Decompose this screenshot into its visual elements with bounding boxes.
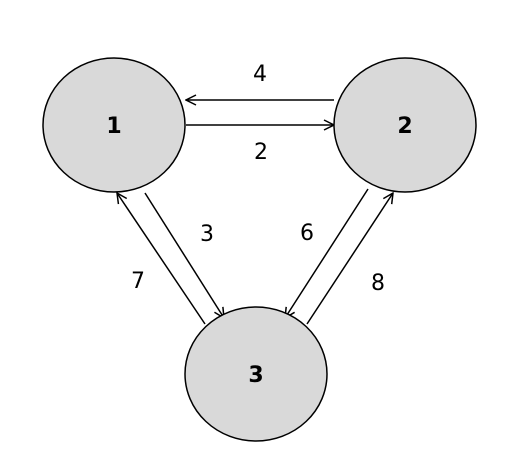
edge-label-3-to-2: 8 bbox=[371, 271, 385, 296]
nodes: 1 2 3 bbox=[42, 57, 477, 442]
edge-label-2-to-3: 6 bbox=[300, 221, 314, 246]
edge-labels: 4 2 3 7 6 8 bbox=[131, 62, 385, 296]
edge-2-to-3 bbox=[285, 188, 369, 318]
node-3-label: 3 bbox=[248, 363, 263, 388]
edge-label-1-to-2: 2 bbox=[254, 140, 268, 165]
edge-label-1-to-3: 3 bbox=[200, 222, 214, 247]
edge-3-to-2 bbox=[306, 193, 393, 325]
edge-label-3-to-1: 7 bbox=[131, 269, 145, 294]
node-3: 3 bbox=[184, 306, 328, 442]
node-1: 1 bbox=[42, 57, 186, 193]
node-1-label: 1 bbox=[106, 114, 121, 139]
edges bbox=[117, 100, 393, 325]
node-2: 2 bbox=[333, 57, 477, 193]
edge-3-to-1 bbox=[117, 193, 206, 325]
edge-label-2-to-1: 4 bbox=[253, 62, 267, 87]
node-1-circle bbox=[42, 57, 186, 193]
edge-1-to-3 bbox=[144, 192, 224, 318]
node-2-circle bbox=[333, 57, 477, 193]
node-3-circle bbox=[184, 306, 328, 442]
node-2-label: 2 bbox=[397, 114, 412, 139]
